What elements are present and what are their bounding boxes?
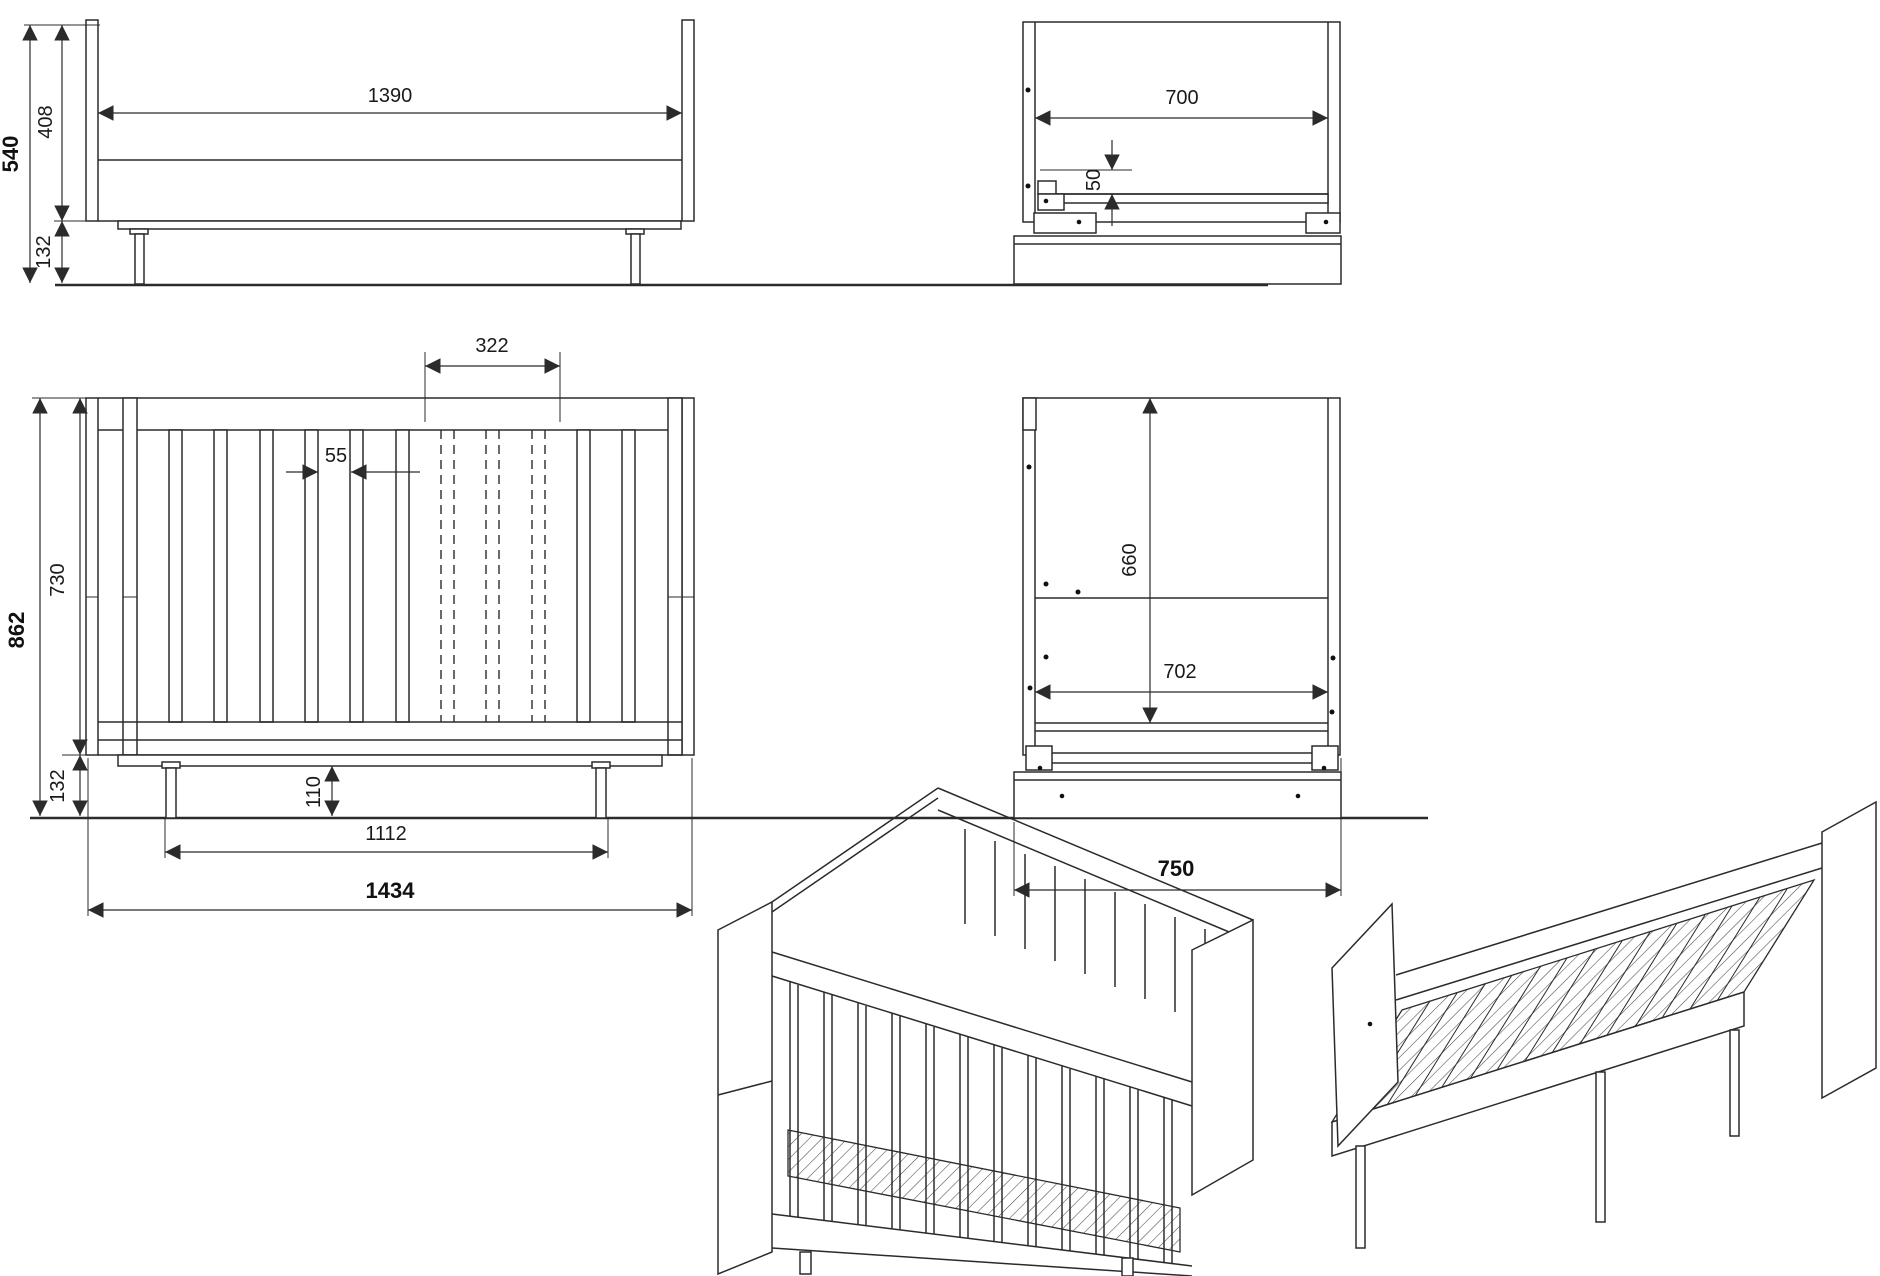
dim-862-label: 862 bbox=[4, 612, 29, 649]
footboard-panel bbox=[681, 19, 695, 222]
leg-left bbox=[165, 767, 177, 819]
cot-front-view: 862 730 132 322 55 110 bbox=[4, 335, 695, 918]
dim-55-label: 55 bbox=[325, 445, 347, 467]
dim-50-label: 50 bbox=[1083, 169, 1105, 191]
dim-1112-label: 1112 bbox=[365, 823, 407, 845]
slat bbox=[168, 429, 183, 723]
corner-post-right bbox=[667, 397, 683, 756]
dimension-leg-span-1112: 1112 bbox=[164, 818, 609, 860]
end-panel bbox=[1022, 21, 1341, 223]
dim-1434-label: 1434 bbox=[366, 878, 416, 903]
front-rail-3d bbox=[1331, 990, 1745, 1158]
leg-cap-left bbox=[161, 761, 181, 769]
dimension-slat-gap-55: 55 bbox=[286, 445, 420, 480]
dim-132-cot-label: 132 bbox=[47, 769, 69, 802]
front-slats bbox=[789, 982, 1173, 1264]
dim-322-label: 322 bbox=[475, 335, 508, 357]
dimension-leg-height-132: 132 bbox=[47, 755, 88, 816]
dimension-side-height-730: 730 bbox=[47, 398, 100, 756]
dim-132-label: 132 bbox=[33, 235, 55, 268]
bracket-plate-right bbox=[1305, 212, 1341, 234]
leg-cap-right bbox=[591, 761, 611, 769]
corner-post-left bbox=[122, 397, 138, 756]
dimension-top-to-base-660: 660 bbox=[1119, 398, 1158, 723]
dim-660-label: 660 bbox=[1119, 543, 1141, 576]
slat bbox=[576, 429, 591, 723]
leg bbox=[1729, 1029, 1740, 1137]
end-panel-right bbox=[1191, 918, 1254, 1197]
bracket-plate-left bbox=[1033, 212, 1097, 234]
leg bbox=[1595, 1071, 1606, 1223]
dim-702-label: 702 bbox=[1163, 661, 1196, 683]
dimension-rail-height-50: 50 bbox=[1040, 140, 1132, 226]
mattress-support-bar bbox=[1044, 752, 1319, 764]
slat bbox=[349, 429, 364, 723]
rail-bracket-left bbox=[1037, 180, 1065, 219]
under-board bbox=[117, 220, 682, 230]
dimension-leg-height-132: 132 bbox=[33, 221, 70, 283]
headboard-panel-3d bbox=[1331, 902, 1399, 1148]
junior-bed-end-view: 700 50 bbox=[1013, 21, 1342, 285]
leg bbox=[799, 1251, 812, 1275]
support-bracket-left bbox=[1025, 745, 1053, 771]
headboard-panel bbox=[85, 19, 99, 222]
dim-700-label: 700 bbox=[1165, 87, 1198, 109]
leg-right bbox=[630, 233, 641, 285]
dim-1390-label: 1390 bbox=[368, 85, 413, 107]
under-board bbox=[117, 754, 663, 767]
dimension-inner-length-1390: 1390 bbox=[97, 85, 682, 121]
dimension-inner-width-702: 702 bbox=[1035, 661, 1328, 700]
dim-540-label: 540 bbox=[0, 136, 23, 173]
removable-slat-group bbox=[440, 430, 546, 722]
slat-group bbox=[168, 429, 636, 723]
junior-bed-3d-view bbox=[1330, 800, 1877, 1249]
slat bbox=[621, 429, 636, 723]
leg bbox=[1121, 1257, 1134, 1276]
mattress-base-hatched bbox=[787, 1129, 1181, 1253]
dimension-total-length-1434: 1434 bbox=[87, 758, 693, 918]
end-panel bbox=[1022, 397, 1341, 756]
leg-right bbox=[595, 767, 607, 819]
slat bbox=[304, 429, 319, 723]
dimension-total-width-750: 750 bbox=[1013, 758, 1342, 898]
cot-end-view: 660 702 750 bbox=[1013, 397, 1342, 898]
dim-730-label: 730 bbox=[47, 563, 69, 596]
slat bbox=[213, 429, 228, 723]
dimension-under-clearance-110: 110 bbox=[298, 765, 350, 816]
dim-408-label: 408 bbox=[35, 105, 57, 138]
rail-end-cap bbox=[1022, 397, 1037, 431]
end-panel-edge-left bbox=[85, 397, 99, 756]
dim-750-label: 750 bbox=[1158, 856, 1195, 881]
junior-bed-side-view: 540 408 132 1390 bbox=[0, 19, 695, 285]
end-panel-edge-right bbox=[681, 397, 695, 756]
leg bbox=[1355, 1145, 1366, 1249]
dim-110-label: 110 bbox=[303, 776, 325, 808]
slat bbox=[259, 429, 274, 723]
leg-left bbox=[134, 233, 145, 285]
footboard-panel-3d bbox=[1821, 800, 1877, 1100]
bed-rail-end bbox=[1049, 193, 1329, 204]
slat bbox=[395, 429, 410, 723]
cot-3d-view bbox=[717, 787, 1254, 1276]
support-bracket-right bbox=[1311, 745, 1339, 771]
dimension-inner-width-700: 700 bbox=[1034, 87, 1328, 175]
base-frame bbox=[1013, 235, 1342, 285]
dimension-total-height-862: 862 bbox=[4, 397, 112, 816]
dimension-removable-section-322: 322 bbox=[424, 335, 561, 422]
